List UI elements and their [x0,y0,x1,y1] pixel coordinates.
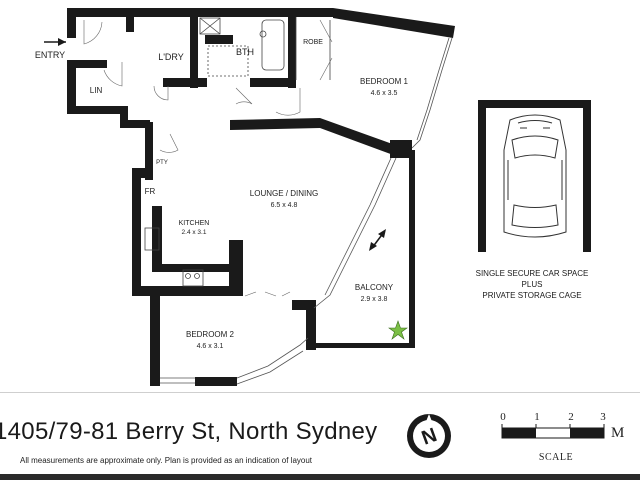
car-space [478,100,591,252]
scale-bar [501,424,605,439]
room-size-kitchen: 2.4 x 3.1 [182,229,207,236]
scale-label: SCALE [538,452,574,463]
room-label-laundry: L'DRY [158,52,184,62]
doors [83,19,333,297]
room-size-bedroom1: 4.6 x 3.5 [371,90,398,97]
property-address: 1405/79-81 Berry St, North Sydney [0,418,378,445]
room-label-linen: LIN [90,86,103,95]
car-space-line2: PLUS [522,280,543,289]
disclaimer-text: All measurements are approximate only. P… [20,456,313,465]
plant-star-icon [388,320,408,340]
scale-tick-2: 2 [568,411,574,423]
room-label-balcony: BALCONY [355,283,394,292]
walls [67,8,455,386]
sliding-door-arrow-icon [369,229,386,251]
footer-bar [0,474,640,480]
room-label-robe: ROBE [303,39,323,46]
room-size-balcony: 2.9 x 3.8 [361,296,388,303]
windows [160,37,453,385]
scale-tick-1: 1 [534,411,540,423]
scale-tick-3: 3 [600,411,606,423]
scale-unit: M [611,425,625,441]
car-space-line3: PRIVATE STORAGE CAGE [482,291,581,300]
room-label-bedroom2: BEDROOM 2 [186,330,235,339]
compass-n-label: N [419,424,440,450]
footer-divider [0,392,640,393]
room-label-kitchen: KITCHEN [179,220,210,227]
room-label-fridge: FR [145,187,156,196]
room-label-bedroom1: BEDROOM 1 [360,77,409,86]
room-size-lounge: 6.5 x 4.8 [271,202,298,209]
room-label-bath: BTH [236,47,254,57]
north-compass-icon: N [407,414,451,458]
scale-tick-0: 0 [500,411,506,423]
room-size-bedroom2: 4.6 x 3.1 [197,343,224,350]
entry-arrow-icon [44,38,66,46]
car-icon [503,114,567,238]
room-label-lounge: LOUNGE / DINING [250,189,318,198]
car-space-line1: SINGLE SECURE CAR SPACE [476,269,589,278]
fixtures [144,17,331,287]
room-label-pantry: PTY [156,160,168,166]
room-label-entry: ENTRY [35,50,65,60]
